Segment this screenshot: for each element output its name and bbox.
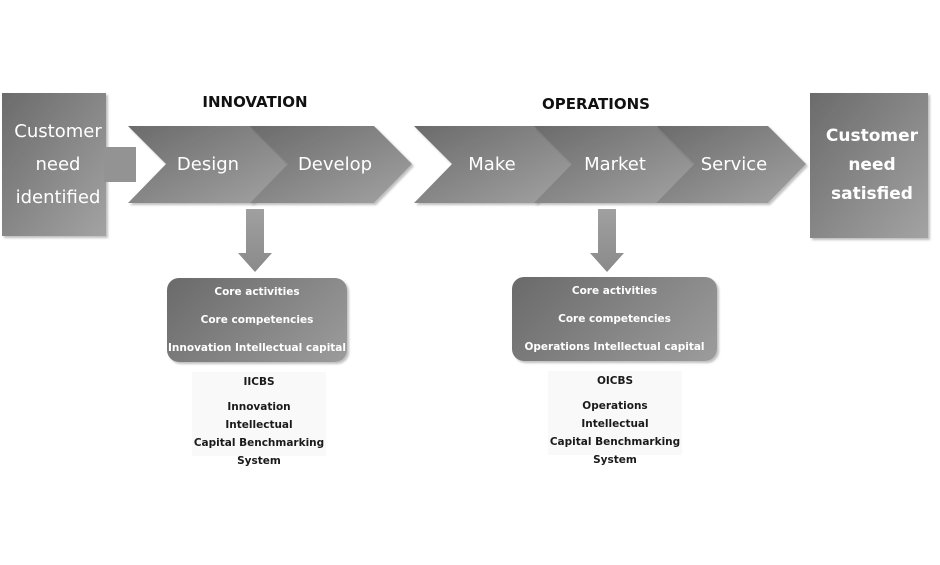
start-box: [2, 93, 106, 236]
develop-chevron: [250, 126, 412, 203]
step-market-label: Market: [584, 153, 646, 175]
innovation-down-arrow: [238, 209, 272, 272]
step-develop-label: Develop: [297, 153, 373, 175]
service-chevron: [656, 126, 806, 203]
innovation-core-activities: Core activities: [214, 286, 300, 298]
make-chevron: [414, 126, 574, 203]
operations-core-competencies: Core competencies: [558, 313, 671, 325]
market-chevron: [534, 126, 694, 203]
step-service-label: Service: [700, 153, 768, 175]
start-box-label: Customer need identified: [14, 121, 102, 208]
operations-capital-panel: Core activities Core competencies Operat…: [512, 277, 717, 361]
operations-benchmark-name: Operations Intellectual Capital Benchmar…: [549, 400, 681, 466]
operations-intellectual-capital: Operations Intellectual capital: [524, 341, 705, 353]
operations-benchmark: OICBS Operations Intellectual Capital Be…: [548, 371, 682, 466]
operations-core-activities: Core activities: [571, 285, 658, 297]
end-box-label: Customer need satisfied: [825, 126, 919, 204]
innovation-capital-panel: Core activities Core competencies Innova…: [167, 278, 347, 362]
start-connector: [104, 147, 136, 182]
innovation-benchmark: IICBS Innovation Intellectual Capital Be…: [192, 372, 326, 467]
end-box: [810, 93, 928, 238]
innovation-title: INNOVATION: [202, 93, 308, 111]
operations-benchmark-code: OICBS: [596, 375, 634, 387]
step-make-label: Make: [468, 153, 516, 175]
innovation-core-competencies: Core competencies: [200, 314, 314, 326]
operations-down-arrow: [590, 209, 624, 272]
operations-title: OPERATIONS: [542, 95, 650, 113]
innovation-intellectual-capital: Innovation Intellectual capital: [168, 342, 346, 354]
step-design-label: Design: [176, 153, 240, 175]
innovation-benchmark-code: IICBS: [243, 376, 275, 388]
design-chevron: [128, 126, 290, 203]
innovation-benchmark-name: Innovation Intellectual Capital Benchmar…: [193, 401, 325, 467]
